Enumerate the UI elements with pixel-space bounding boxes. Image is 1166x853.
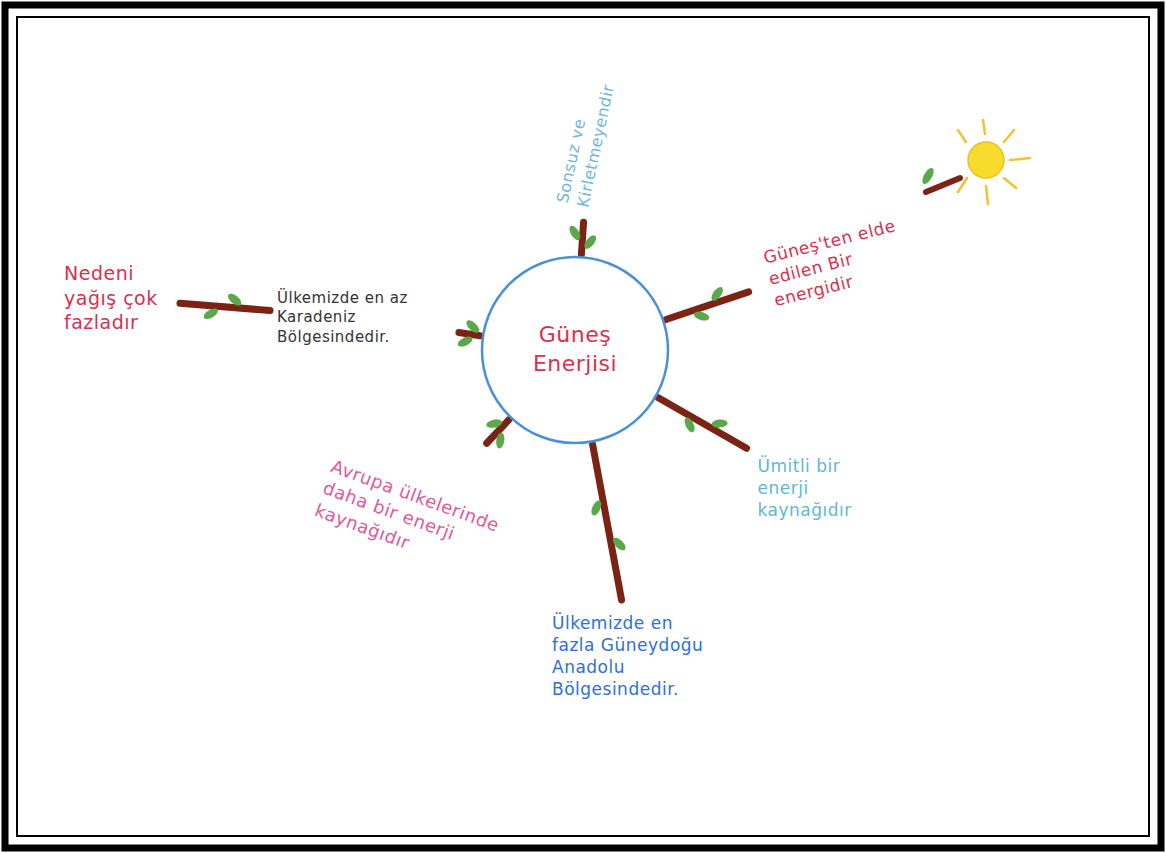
outer-frame: [5, 5, 1161, 848]
leaf: [486, 418, 503, 429]
note-text: Ümitli bir enerji kaynağıdır: [754, 451, 879, 525]
leaf: [709, 285, 725, 303]
note-text: Ülkemizde en fazla Güneydoğu Anadolu Böl…: [548, 608, 716, 704]
branch-note: Ülkemizde en az Karadeniz Bölgesindedir.: [273, 285, 451, 352]
leaf: [202, 306, 220, 321]
branch-note: Nedeni yağış çok fazladır: [60, 257, 172, 339]
vine-branch: [581, 222, 583, 254]
center-title: Güneş Enerjisi: [480, 321, 670, 378]
sun: [968, 142, 1004, 178]
note-text: Ülkemizde en az Karadeniz Bölgesindedir.: [273, 285, 451, 352]
leaf: [226, 291, 243, 307]
spacer: [195, 294, 200, 295]
branch-note: Ümitli bir enerji kaynağıdır: [754, 451, 879, 525]
leaf: [582, 233, 598, 250]
leaf: [456, 334, 474, 348]
note-text: Nedeni yağış çok fazladır: [60, 257, 172, 339]
leaf: [464, 318, 481, 335]
sun-rays: [958, 120, 1030, 204]
vine-branch: [459, 333, 480, 336]
vine-branch: [180, 303, 270, 310]
leaf: [589, 499, 603, 517]
circle-outline: [480, 255, 670, 445]
vine-branch: [658, 398, 746, 449]
leaf: [611, 536, 628, 553]
leaf: [920, 166, 936, 186]
branch-note: Ülkemizde en fazla Güneydoğu Anadolu Böl…: [548, 608, 716, 704]
leaf: [495, 432, 505, 449]
inner-frame: [17, 17, 1149, 836]
leaf: [693, 310, 711, 322]
leaf: [683, 416, 697, 434]
circle-outline: [482, 257, 668, 443]
stem: [926, 178, 960, 192]
vine-branch: [593, 444, 622, 600]
leaf: [567, 224, 582, 242]
leaf: [711, 419, 728, 428]
central-circle: Güneş Enerjisi: [480, 255, 670, 445]
